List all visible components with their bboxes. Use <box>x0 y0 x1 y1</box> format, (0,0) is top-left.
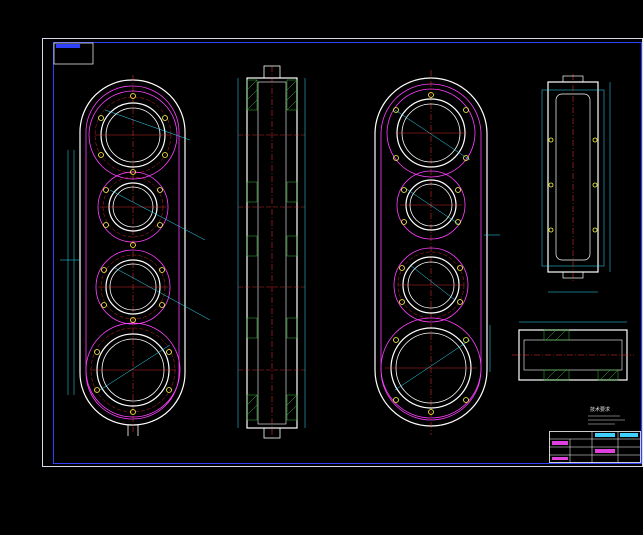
title-block-mark-1 <box>552 441 568 445</box>
side-bore-centerlines <box>238 134 305 371</box>
drawing-frame <box>53 42 642 464</box>
rear-bolt-holes <box>393 92 469 415</box>
top-right-view <box>541 74 611 293</box>
rear-bore-1 <box>386 88 476 178</box>
title-block <box>549 431 641 463</box>
front-bore-2 <box>97 171 206 243</box>
tr-top-boss <box>562 75 584 83</box>
front-view-gasket <box>85 85 180 420</box>
tr-bottom-boss <box>562 271 584 279</box>
front-bore-3 <box>95 249 211 325</box>
side-bottom-boss <box>263 427 281 439</box>
title-block-mark-4 <box>552 457 568 460</box>
tech-notes: 技术要求 <box>588 406 625 425</box>
rear-bore-4 <box>380 317 482 419</box>
title-block-mark-5 <box>595 433 615 437</box>
bottom-right-section-view <box>512 321 634 381</box>
rear-bore-3 <box>393 247 469 323</box>
front-bolt-holes <box>94 93 172 415</box>
reference-box <box>53 42 94 65</box>
br-hatch <box>543 329 619 381</box>
front-bore-1 <box>88 90 191 180</box>
title-block-mark-2 <box>595 449 615 453</box>
tr-holes <box>548 137 598 233</box>
front-view-body <box>79 79 186 426</box>
rear-view <box>374 70 500 435</box>
front-view <box>60 75 211 436</box>
side-top-boss <box>263 65 281 79</box>
reference-box-tag <box>56 44 80 48</box>
side-section-view <box>237 65 306 440</box>
title-block-mark-3 <box>620 433 638 437</box>
side-hatch <box>246 79 298 421</box>
front-bore-4 <box>85 322 181 418</box>
rear-bore-2 <box>396 170 466 240</box>
tech-requirements-title: 技术要求 <box>590 406 610 413</box>
